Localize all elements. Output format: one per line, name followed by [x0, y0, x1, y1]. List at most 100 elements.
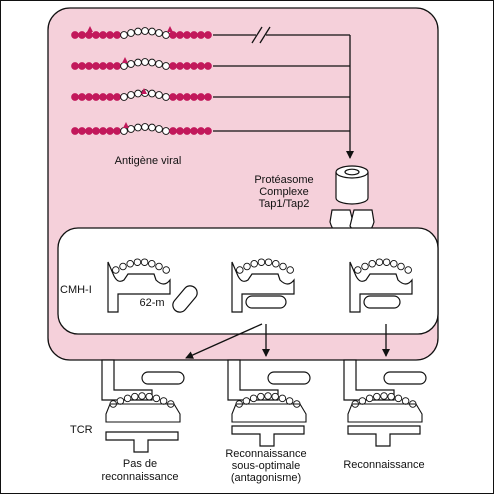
peptide-bead [116, 397, 125, 405]
amino-acid-bead [99, 93, 107, 101]
amino-acid-bead [92, 93, 100, 101]
amino-acid-bead [134, 58, 142, 67]
surface-complex-3 [343, 359, 427, 447]
amino-acid-bead [169, 62, 177, 70]
amino-acid-bead [141, 123, 149, 131]
mhc-heavy-chain [107, 261, 171, 313]
b2m-subunit [383, 371, 427, 385]
b2m-subunit [267, 371, 311, 385]
outcome-1-line1: Pas de [123, 458, 157, 470]
mhc-heavy-chain [349, 261, 413, 313]
amino-acid-bead [134, 89, 142, 98]
amino-acid-bead [92, 31, 100, 39]
amino-acid-bead [197, 31, 205, 39]
amino-acid-bead [155, 91, 163, 99]
amino-acid-bead [127, 125, 135, 133]
amino-acid-bead [78, 31, 86, 39]
peptide-bead [375, 258, 384, 266]
b2m-subunit [245, 295, 287, 309]
amino-acid-bead [134, 27, 142, 36]
amino-acid-bead [190, 93, 198, 101]
outcome-2-line3: (antagonisme) [231, 472, 301, 484]
amino-acid-bead [127, 60, 135, 68]
amino-acid-bead [148, 27, 156, 36]
amino-acid-bead [85, 127, 93, 135]
peptide-bead [365, 394, 374, 403]
amino-acid-bead [197, 127, 205, 135]
peptide-bead [249, 394, 258, 403]
amino-acid-bead [85, 93, 93, 101]
amino-acid-bead [113, 127, 121, 135]
amino-acid-bead [190, 62, 198, 70]
amino-acid-bead [176, 31, 184, 39]
amino-acid-bead [71, 62, 79, 70]
amino-acid-bead [141, 27, 149, 35]
amino-acid-bead [85, 31, 93, 39]
antigen-chain [71, 88, 212, 101]
antigen-chains [71, 26, 212, 135]
mhc-heavy-chain [101, 359, 153, 401]
amino-acid-bead [120, 127, 128, 135]
amino-acid-bead [204, 127, 212, 135]
amino-acid-bead [99, 31, 107, 39]
amino-acid-bead [148, 58, 156, 67]
amino-acid-bead [106, 62, 114, 70]
outcome-2-line1: Reconnaissance [225, 448, 306, 460]
amino-acid-bead [190, 31, 198, 39]
peptide-bead [390, 259, 398, 268]
amino-acid-bead [71, 31, 79, 39]
peptide-bead [133, 258, 142, 266]
peptide-bead [236, 266, 244, 274]
mhc-molecule-3 [349, 258, 413, 313]
amino-acid-bead [197, 93, 205, 101]
amino-acid-bead [113, 31, 121, 39]
connector-lines [213, 34, 354, 159]
peptide-bead [380, 392, 388, 400]
amino-acid-bead [127, 91, 135, 99]
tap-label: Tap1/Tap2 [259, 198, 310, 210]
amino-acid-bead [183, 31, 191, 39]
peptide-bead [123, 394, 132, 403]
peptide-bead [272, 259, 280, 268]
peptide-bead [148, 259, 156, 268]
peptide-bead [119, 262, 127, 271]
peptide-bead [271, 392, 279, 401]
amino-acid-bead [106, 127, 114, 135]
mhc-heavy-chain [231, 261, 295, 313]
surface-complex-2 [227, 359, 311, 447]
amino-acid-bead [71, 127, 79, 135]
peptide-bead [397, 262, 405, 271]
peptide-bead [373, 392, 381, 401]
amino-acid-bead [148, 123, 156, 132]
amino-acid-bead [92, 127, 100, 135]
outcome-1-line2: reconnaissance [101, 471, 178, 483]
peptide-bead [138, 392, 146, 400]
amino-acid-bead [113, 62, 121, 70]
amino-acid-bead [176, 62, 184, 70]
peptide-bead [394, 394, 403, 403]
amino-acid-bead [162, 62, 170, 70]
peptide-bead [257, 392, 265, 401]
mhc-heavy-chain [343, 359, 395, 401]
peptide-bead [162, 266, 170, 274]
b2m-subunit [141, 371, 185, 385]
mhc-groove [347, 403, 423, 423]
amino-acid-bead [148, 89, 156, 98]
amino-acid-bead [99, 62, 107, 70]
cleavage-mark [123, 122, 129, 128]
amino-acid-bead [169, 31, 177, 39]
peptide-bead [131, 392, 139, 401]
peptide-bead [159, 397, 168, 405]
amino-acid-bead [197, 62, 205, 70]
peptide-bead [368, 259, 376, 268]
amino-acid-bead [183, 93, 191, 101]
export-arrows [185, 323, 390, 359]
mhc-heavy-chain [227, 359, 279, 401]
cleavage-mark [141, 88, 147, 94]
peptide-bead [140, 258, 149, 266]
amino-acid-bead [204, 31, 212, 39]
amino-acid-bead [162, 127, 170, 135]
peptide-bead [354, 266, 362, 274]
proteasome-icon [335, 165, 369, 205]
